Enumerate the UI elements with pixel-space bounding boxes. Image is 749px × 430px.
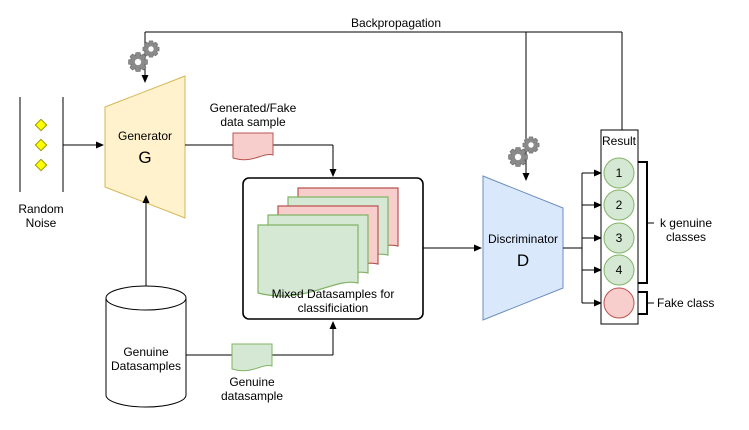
class-node-label: 2 xyxy=(616,198,623,212)
backpropagation-label: Backpropagation xyxy=(351,16,441,30)
class-node: 4 xyxy=(603,254,635,286)
mixed-label-line2: classificiation xyxy=(298,301,369,315)
genuine-sample-label-line2: datasample xyxy=(221,389,283,403)
result-title: Result xyxy=(602,134,637,148)
class-node-label: 3 xyxy=(616,231,623,245)
gears-icon xyxy=(508,136,540,167)
discriminator-title: Discriminator xyxy=(488,232,558,246)
genuine-db-label-line1: Genuine xyxy=(123,345,169,359)
mixed-datasamples-box: Mixed Datasamples for classificiation xyxy=(242,177,424,320)
discriminator-block: Discriminator D xyxy=(482,175,564,321)
genuine-classes-label-line1: k genuine xyxy=(660,216,712,230)
genuine-data-sample: Genuine datasample xyxy=(221,343,283,403)
generator-block: Generator G xyxy=(104,75,186,219)
discriminator-output-connector xyxy=(563,169,602,307)
fake-sample-label-line2: data sample xyxy=(220,115,286,129)
mixed-label-line1: Mixed Datasamples for xyxy=(272,287,395,301)
class-node: 1 xyxy=(603,157,635,189)
noise-label-line1: Random xyxy=(18,202,63,216)
noise-diamond-icon xyxy=(34,118,48,172)
generator-shape xyxy=(104,75,186,219)
generator-letter: G xyxy=(138,148,151,167)
fake-class-bracket xyxy=(638,291,654,315)
class-node: 3 xyxy=(603,222,635,254)
genuine-sample-connector xyxy=(186,321,337,356)
result-panel: Result 1 2 3 4 xyxy=(600,129,639,325)
class-node: 2 xyxy=(603,189,635,221)
discriminator-letter: D xyxy=(517,251,529,270)
genuine-datasamples-db: Genuine Datasamples xyxy=(105,285,187,408)
generator-output-connector xyxy=(185,144,337,177)
gears-icon xyxy=(128,40,160,72)
genuine-sample-label-line1: Genuine xyxy=(229,375,275,389)
fake-class-node xyxy=(603,287,635,319)
noise-label-line2: Noise xyxy=(26,216,57,230)
fake-sample-label-line1: Generated/Fake xyxy=(210,101,297,115)
fake-data-sample: Generated/Fake data sample xyxy=(210,101,297,161)
genuine-classes-label-line2: classes xyxy=(666,230,706,244)
class-node-label: 1 xyxy=(616,166,623,180)
genuine-db-label-line2: Datasamples xyxy=(111,359,181,373)
fake-class-label: Fake class xyxy=(657,296,714,310)
random-noise: Random Noise xyxy=(18,97,64,230)
genuine-classes-bracket xyxy=(638,161,654,284)
generator-title: Generator xyxy=(118,129,172,143)
class-node-label: 4 xyxy=(616,263,623,277)
